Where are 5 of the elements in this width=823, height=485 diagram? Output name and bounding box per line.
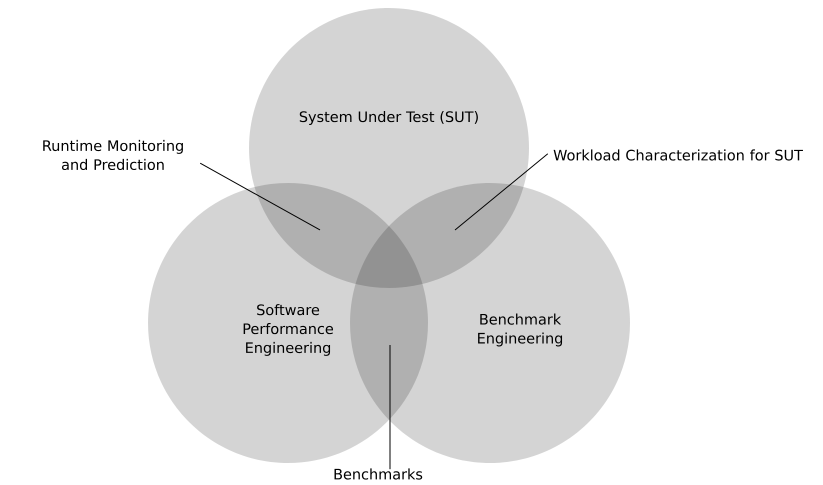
callout-label: Workload Characterization for SUT	[554, 149, 803, 161]
leader-line	[200, 162, 320, 230]
callout-label: Runtime Monitoring and Prediction	[43, 140, 183, 170]
callout-label: Benchmarks	[334, 468, 422, 480]
leader-line	[454, 153, 548, 230]
